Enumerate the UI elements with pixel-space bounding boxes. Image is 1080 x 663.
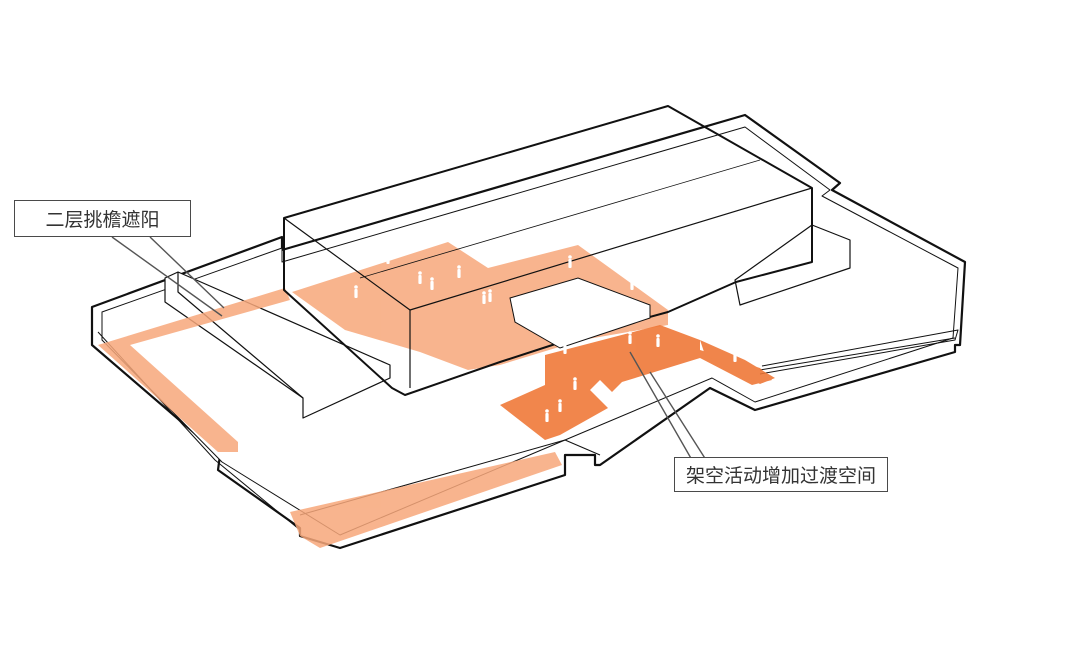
person-figure <box>545 409 549 422</box>
person-body <box>488 293 492 302</box>
person-head <box>488 289 492 293</box>
person-head <box>568 255 572 259</box>
person-figure <box>558 399 562 412</box>
person-figure <box>563 341 567 354</box>
leader-upper-shade <box>111 236 223 317</box>
person-head <box>563 341 567 345</box>
person-body <box>457 269 461 278</box>
person-figure <box>733 349 737 362</box>
person-head <box>558 399 562 403</box>
person-head <box>656 334 660 338</box>
person-body <box>656 338 660 347</box>
person-body <box>354 289 358 298</box>
deep-orange-zones <box>500 325 775 440</box>
person-figure <box>610 399 614 412</box>
person-figure <box>630 277 634 290</box>
leader-upper-shade-2 <box>149 236 225 309</box>
corridor-zone <box>700 340 775 384</box>
person-body <box>430 281 434 290</box>
front-edge-shade <box>290 452 562 548</box>
person-head <box>573 377 577 381</box>
person-figure <box>656 334 660 347</box>
callout-upper-shading: 二层挑檐遮阳 <box>14 200 191 237</box>
person-figure <box>568 255 572 268</box>
person-body <box>733 353 737 362</box>
person-body <box>418 275 422 284</box>
callout-transition-space-text: 架空活动增加过渡空间 <box>685 465 876 487</box>
callout-upper-shading-text: 二层挑檐遮阳 <box>45 209 160 231</box>
person-figure <box>573 377 577 390</box>
person-body <box>568 259 572 268</box>
person-body <box>610 403 614 412</box>
person-body <box>573 381 577 390</box>
person-head <box>630 277 634 281</box>
person-body <box>630 281 634 290</box>
person-head <box>628 331 632 335</box>
people-deep <box>545 331 737 422</box>
people-light <box>354 251 634 304</box>
person-head <box>482 291 486 295</box>
person-body <box>482 295 486 304</box>
person-figure <box>386 251 390 264</box>
person-figure <box>354 285 358 298</box>
person-head <box>386 251 390 255</box>
person-head <box>430 277 434 281</box>
left-low-block-edge <box>177 272 304 399</box>
person-head <box>545 409 549 413</box>
main-volume-inner-line <box>359 159 761 279</box>
person-figure <box>482 291 486 304</box>
person-head <box>354 285 358 289</box>
podium-right-edge <box>759 337 956 371</box>
person-body <box>563 345 567 354</box>
person-head <box>608 391 612 395</box>
person-figure <box>418 271 422 284</box>
person-figure <box>457 265 461 278</box>
person-figure <box>488 289 492 302</box>
person-head <box>418 271 422 275</box>
left-edge-shade <box>98 288 290 452</box>
person-head <box>733 349 737 353</box>
person-body <box>545 413 549 422</box>
callout-transition-space: 架空活动增加过渡空间 <box>674 457 888 492</box>
person-figure <box>628 331 632 344</box>
person-body <box>628 335 632 344</box>
person-head <box>457 265 461 269</box>
person-body <box>386 255 390 264</box>
courtyard-opening <box>509 277 651 349</box>
person-body <box>558 403 562 412</box>
person-head <box>610 399 614 403</box>
person-figure <box>430 277 434 290</box>
courtyard-cut <box>509 277 651 349</box>
rear-right-block <box>734 224 851 306</box>
ground-transition-zone <box>500 325 772 440</box>
podium-ramp <box>759 329 959 375</box>
